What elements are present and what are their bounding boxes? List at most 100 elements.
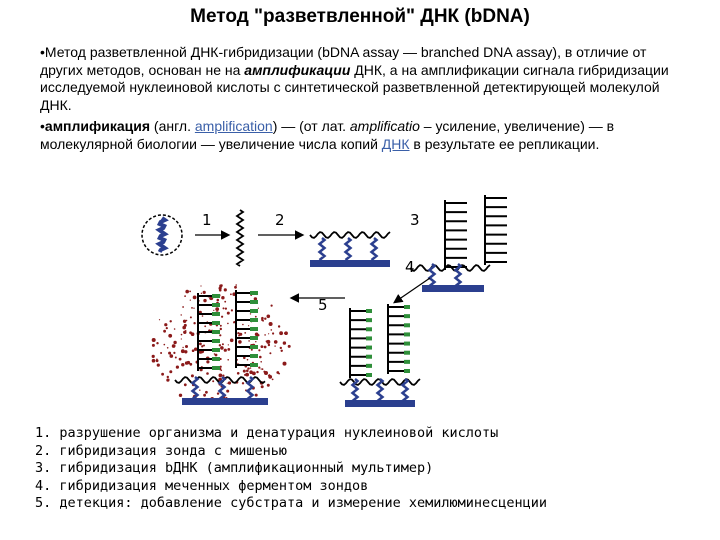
signal-dot [275,341,278,343]
signal-dot [269,352,272,355]
signal-dot [279,331,283,336]
signal-dot [214,353,218,357]
step-number-label: 1 [202,211,212,229]
signal-dot [254,393,258,397]
signal-dot [158,319,161,321]
signal-dot [287,344,291,348]
signal-dot [151,358,156,363]
signal-dot [206,360,210,364]
enzyme-label [366,318,372,323]
signal-dot [184,330,187,332]
signal-dot [262,319,264,322]
capture-probe [190,376,200,400]
signal-dot [236,372,240,375]
signal-dot [178,393,183,397]
signal-dot [238,340,242,344]
signal-dot [261,368,264,370]
signal-dot [259,355,262,359]
enzyme-label [250,291,258,295]
signal-dot [215,307,220,311]
signal-dot [151,338,156,342]
capture-probe [350,378,360,402]
signal-dot [173,351,176,354]
enzyme-label [212,312,220,316]
signal-dot [242,323,244,326]
signal-dot [204,325,207,328]
arrow-4 [393,277,431,304]
signal-dot [173,340,177,345]
signal-dot [260,368,262,370]
signal-dot [199,342,202,346]
signal-dot [268,375,273,379]
signal-dot [191,349,195,352]
enzyme-label [366,345,372,350]
signal-dot [203,298,207,303]
signal-dot [257,307,259,309]
signal-dot [264,371,268,375]
paragraph-bdna: •Метод разветвленной ДНК-гибридизации (b… [40,44,690,114]
signal-dot [219,357,222,361]
signal-dot [219,284,223,288]
signal-dot [268,333,270,335]
capture-probe [453,263,463,287]
enzyme-label [404,359,410,364]
signal-dot [221,343,224,346]
step-number-label: 2 [275,211,285,229]
signal-dot [218,373,223,378]
signal-dot [270,329,273,331]
step-item: 2. гибридизация зонда с мишенью [35,442,287,459]
signal-dot [189,362,193,366]
bullet: • [40,118,45,134]
signal-dot [249,367,252,369]
signal-dot [248,340,250,342]
steps-list: 1. разрушение организма и денатурация ну… [35,425,695,513]
capture-probe [217,376,227,400]
amplification-multimer [484,195,507,265]
signal-dot [182,306,184,308]
dna-link[interactable]: ДНК [381,135,410,152]
signal-dot [282,361,287,366]
organism-icon [141,214,183,256]
signal-dot [156,358,158,360]
step2-plate [310,260,390,267]
bullet: • [40,44,45,60]
signal-dot [237,332,240,335]
signal-dot [173,328,176,330]
enzyme-label [250,336,258,340]
signal-dot [256,370,259,374]
signal-dot [193,307,195,309]
amplification-link[interactable]: amplification [194,118,273,134]
signal-dot [206,372,209,375]
signal-dot [244,373,246,376]
labeled-multimer [349,308,372,378]
signal-dot [168,351,172,355]
signal-dot [226,389,230,393]
signal-dot [281,349,283,351]
signal-dot [181,363,185,367]
signal-dot [156,363,160,367]
signal-dot [203,344,205,347]
signal-dot [273,340,278,344]
signal-dot [180,338,182,340]
signal-dot [191,307,193,309]
paragraph-text: – усиление, увеличение) — в молекулярной… [40,118,615,152]
signal-dot [283,332,286,335]
signal-dot [267,343,271,347]
enzyme-label [250,318,258,322]
step-number-label: 4 [405,258,415,276]
signal-dot [182,319,187,323]
signal-dot [264,317,267,320]
chemiluminescence-cloud [151,284,291,401]
signal-dot [258,349,261,352]
hybridized-target [309,231,391,239]
signal-dot [184,295,186,297]
signal-dot [203,393,206,397]
signal-dot [229,338,234,343]
signal-dot [172,344,175,348]
signal-dot [274,345,276,347]
enzyme-label [250,327,258,331]
signal-dot [248,325,250,327]
signal-dot [155,359,159,363]
signal-dot [260,361,262,363]
signal-dot [151,354,155,358]
